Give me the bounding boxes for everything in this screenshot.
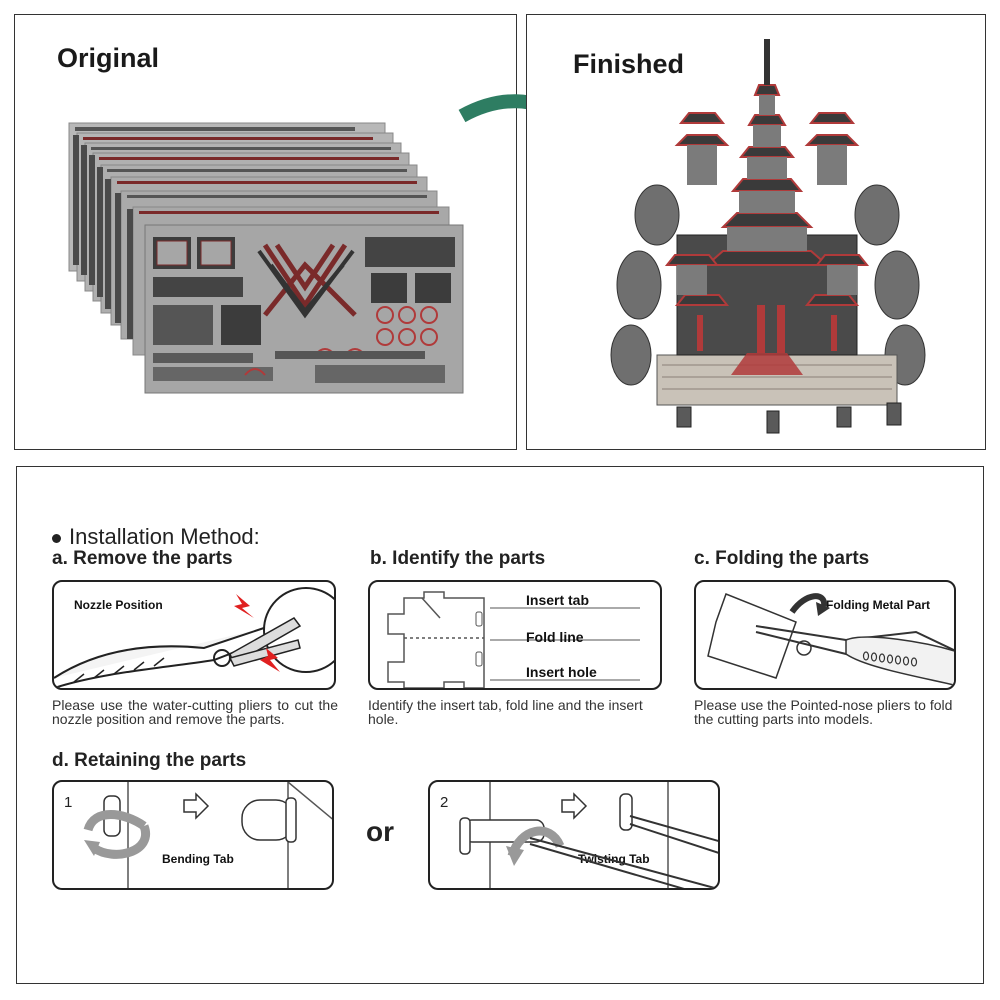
- installation-panel: [16, 466, 984, 984]
- finished-panel: Finished: [526, 14, 986, 450]
- finished-title: Finished: [573, 49, 685, 79]
- part-diagram-icon: [387, 591, 640, 688]
- step-a-caption: Please use the water-cutting pliers to c…: [52, 697, 338, 727]
- installation-heading: Installation Method:: [52, 524, 260, 550]
- step-d-title: d. Retaining the parts: [52, 750, 247, 771]
- twisting-tab-icon: [459, 782, 718, 888]
- metal-sheets-image: [68, 122, 464, 394]
- step-a-title: a. Remove the parts: [52, 548, 233, 569]
- step-c-illustration: Folding Metal Part: [694, 580, 956, 690]
- folding-metal-part-label: Folding Metal Part: [826, 598, 931, 612]
- option-1-number: 1: [64, 794, 73, 811]
- insert-tab-label: Insert tab: [526, 592, 590, 608]
- original-panel: Original: [14, 14, 517, 450]
- insert-hole-label: Insert hole: [526, 664, 597, 680]
- pointed-nose-pliers-icon: [707, 593, 954, 686]
- step-b-illustration: Insert tab Fold line Insert hole: [368, 580, 662, 690]
- option-2-number: 2: [440, 794, 449, 811]
- water-cutting-pliers-icon: [54, 587, 334, 688]
- or-separator: or: [366, 816, 394, 847]
- twisting-tab-illustration: 2 Twisting Tab: [428, 780, 720, 890]
- step-b-caption: Identify the insert tab, fold line and t…: [368, 697, 643, 727]
- installation-heading-text: Installation Method:: [69, 524, 260, 549]
- original-title: Original: [57, 43, 160, 73]
- bullet-icon: [52, 533, 61, 543]
- step-a-illustration: Nozzle Position: [52, 580, 336, 690]
- step-c-caption: Please use the Pointed-nose pliers to fo…: [694, 697, 953, 727]
- bending-tab-illustration: 1 Bending Tab: [52, 780, 334, 890]
- fold-line-label: Fold line: [526, 629, 584, 645]
- nozzle-position-label: Nozzle Position: [74, 598, 163, 612]
- finished-palace-model-image: [610, 39, 926, 434]
- bending-tab-label: Bending Tab: [162, 852, 234, 866]
- bending-tab-icon: [83, 782, 332, 888]
- step-b-title: b. Identify the parts: [370, 548, 546, 569]
- step-c-title: c. Folding the parts: [694, 548, 870, 569]
